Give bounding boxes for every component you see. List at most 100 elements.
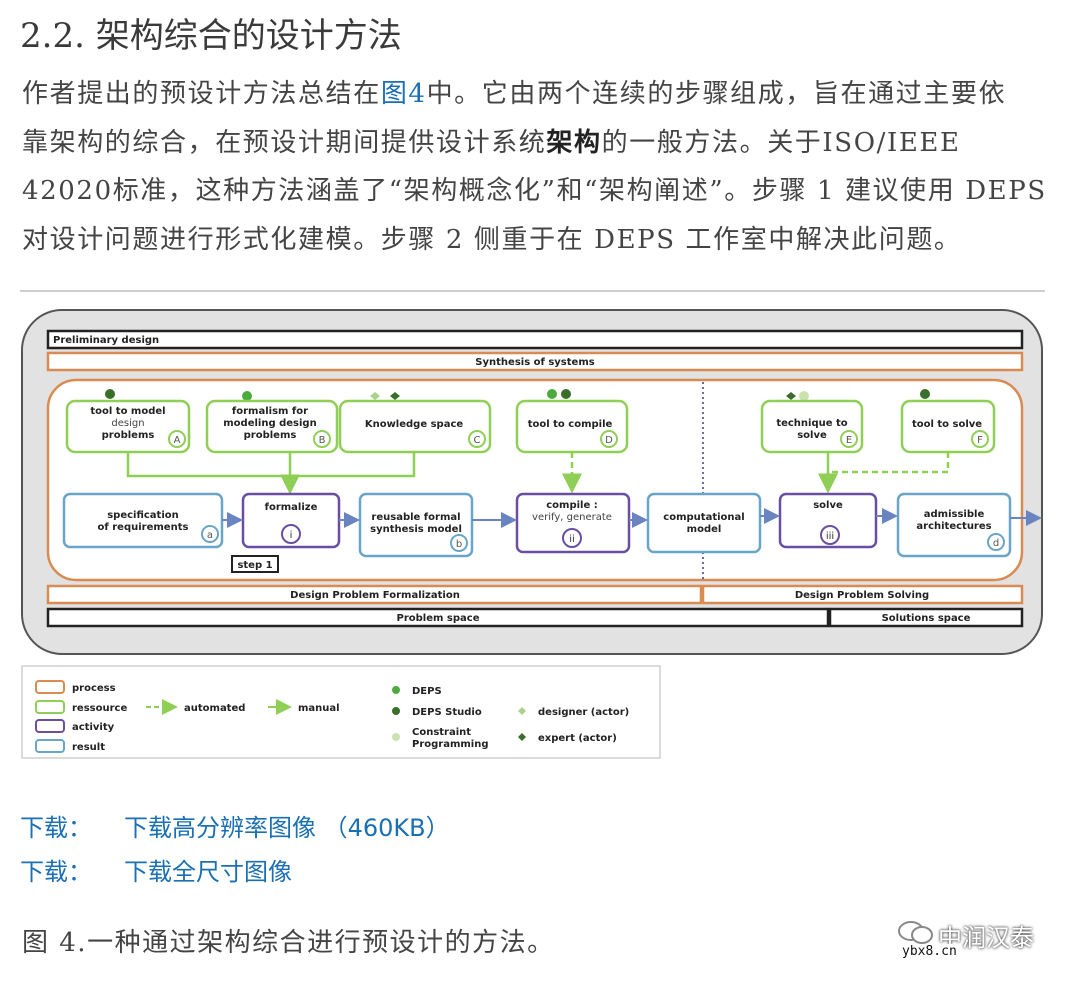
para-line-4: 对设计问题进行形式化建模。步骤 2 侧重于在 DEPS 工作室中解决此问题。 [22, 224, 962, 255]
resource-E-tag: E [846, 435, 852, 446]
resource-B-line1: formalism for [232, 406, 308, 417]
result-b[interactable]: reusable formal synthesis model b [358, 492, 474, 558]
activity-iii-tag: iii [826, 531, 834, 542]
legend-deps: DEPS [412, 686, 442, 697]
resource-A-line3: problems [102, 430, 155, 441]
para-bold-term: 架构 [546, 127, 602, 158]
solutions-space-bar [828, 607, 1024, 628]
download-row-full: 下载： 下载全尺寸图像 [20, 852, 292, 887]
para-line-2a: 靠架构的综合，在预设计期间提供设计系统 [22, 127, 547, 158]
preliminary-bar [46, 329, 1024, 350]
resource-C[interactable]: Knowledge space C [338, 399, 492, 454]
section-title: 架构综合的设计方法 [95, 16, 402, 56]
legend-ressource: ressource [72, 703, 127, 714]
legend-result: result [72, 742, 105, 753]
figure-caption: 图 4.一种通过架构综合进行预设计的方法。 [22, 922, 555, 959]
deps-studio-dot [920, 389, 930, 399]
resource-A[interactable]: tool to model design problems A [65, 399, 191, 454]
result-b-line1: reusable formal [371, 512, 460, 523]
dps-bar-label: Design Problem Solving [795, 590, 929, 601]
resource-C-line1: Knowledge space [365, 419, 464, 430]
problem-space-bar [46, 607, 830, 628]
activity-iii-label: solve [813, 500, 843, 511]
figure-4-link[interactable]: 图4 [380, 79, 427, 109]
caption-number: 图 4. [22, 928, 88, 958]
result-d-tag: d [993, 538, 999, 549]
legend-automated: automated [184, 703, 245, 714]
divider [20, 290, 1045, 292]
resource-B[interactable]: formalism for modeling design problems B [205, 399, 339, 454]
result-a-line1: specification [107, 510, 179, 521]
resource-A-tag: A [174, 435, 181, 446]
result-b-line2: synthesis model [370, 524, 462, 535]
watermark-site: ybx8.cn [902, 944, 957, 959]
figure-4-diagram[interactable]: Preliminary design Synthesis of systems … [0, 300, 1080, 770]
manual-connectors [126, 452, 950, 495]
download-full-link[interactable]: 下载全尺寸图像 [124, 858, 292, 886]
para-line-2b: 的一般方法。关于ISO/IEEE [601, 127, 961, 158]
activity-i[interactable]: formalize i [241, 492, 341, 549]
resource-F[interactable]: tool to solve F [900, 399, 996, 454]
result-b-tag: b [456, 539, 462, 550]
result-computational-model[interactable]: computational model [646, 492, 762, 554]
deps-studio-dot [105, 389, 115, 399]
para-line-1b: 中。它由两个连续的步骤组成，旨在通过主要依 [426, 79, 1007, 109]
deps-dot [547, 389, 557, 399]
resource-D-line1: tool to compile [528, 419, 613, 430]
dpf-bar-label: Design Problem Formalization [290, 590, 460, 601]
activity-iii[interactable]: solve iii [778, 492, 878, 549]
resource-B-line2: modeling design [223, 418, 316, 429]
solutions-space-label: Solutions space [882, 613, 971, 624]
resource-A-line1: tool to model [90, 406, 165, 417]
legend-process: process [72, 683, 116, 694]
para-line-1a: 作者提出的预设计方法总结在 [22, 79, 381, 109]
legend: process ressource activity result automa… [21, 665, 661, 759]
download-row-hires: 下载： 下载高分辨率图像 （460KB） [20, 808, 450, 843]
activity-ii-line2: verify, generate [532, 512, 612, 523]
result-a-tag: a [207, 530, 213, 541]
download-hires-link[interactable]: 下载高分辨率图像 （460KB） [124, 814, 450, 842]
result-c-line2: model [687, 524, 722, 535]
deps-studio-dot [561, 389, 571, 399]
dpf-bar [46, 584, 703, 605]
resource-C-tag: C [474, 435, 481, 446]
activity-ii-line1: compile : [546, 500, 598, 511]
legend-manual: manual [298, 703, 340, 714]
resource-A-line2: design [111, 418, 144, 429]
para-line-3: 42020标准，这种方法涵盖了“架构概念化”和“架构阐述”。步骤 1 建议使用 … [22, 176, 1047, 206]
resource-F-tag: F [977, 435, 983, 446]
resource-E[interactable]: technique to solve E [760, 399, 864, 454]
legend-cp-line2: Programming [412, 739, 489, 750]
result-d-line1: admissible [924, 509, 985, 520]
download-label: 下载： [20, 814, 92, 842]
flow-arrows [222, 508, 1042, 528]
designer-diamond [370, 392, 380, 400]
result-a[interactable]: specification of requirements a [62, 492, 224, 549]
legend-activity: activity [72, 722, 115, 733]
dps-bar [701, 584, 1024, 605]
problem-space-label: Problem space [397, 613, 480, 624]
resource-B-line3: problems [244, 430, 297, 441]
resource-B-tag: B [319, 435, 326, 446]
section-heading: 2.2. 架构综合的设计方法 [20, 8, 402, 57]
download-label: 下载： [20, 858, 92, 886]
synthesis-bar-label: Synthesis of systems [475, 357, 594, 368]
constraint-dot [799, 391, 809, 401]
resource-E-line2: solve [797, 430, 827, 441]
resource-D[interactable]: tool to compile D [515, 399, 629, 454]
step1-box [231, 555, 279, 573]
activity-i-tag: i [290, 530, 293, 541]
result-d[interactable]: admissible architectures d [896, 492, 1012, 558]
step1-label: step 1 [237, 560, 272, 571]
result-d-line2: architectures [916, 521, 991, 532]
activity-ii-tag: ii [569, 534, 575, 545]
synthesis-bar [46, 351, 1024, 372]
section-number: 2.2. [20, 16, 85, 56]
activity-i-label: formalize [265, 502, 318, 513]
expert-diamond [390, 392, 400, 400]
caption-text: 一种通过架构综合进行预设计的方法。 [87, 928, 555, 958]
legend-designer: designer (actor) [538, 707, 629, 718]
expert-diamond [786, 392, 796, 400]
legend-cp-line1: Constraint [412, 727, 471, 738]
activity-ii[interactable]: compile : verify, generate ii [515, 492, 631, 554]
